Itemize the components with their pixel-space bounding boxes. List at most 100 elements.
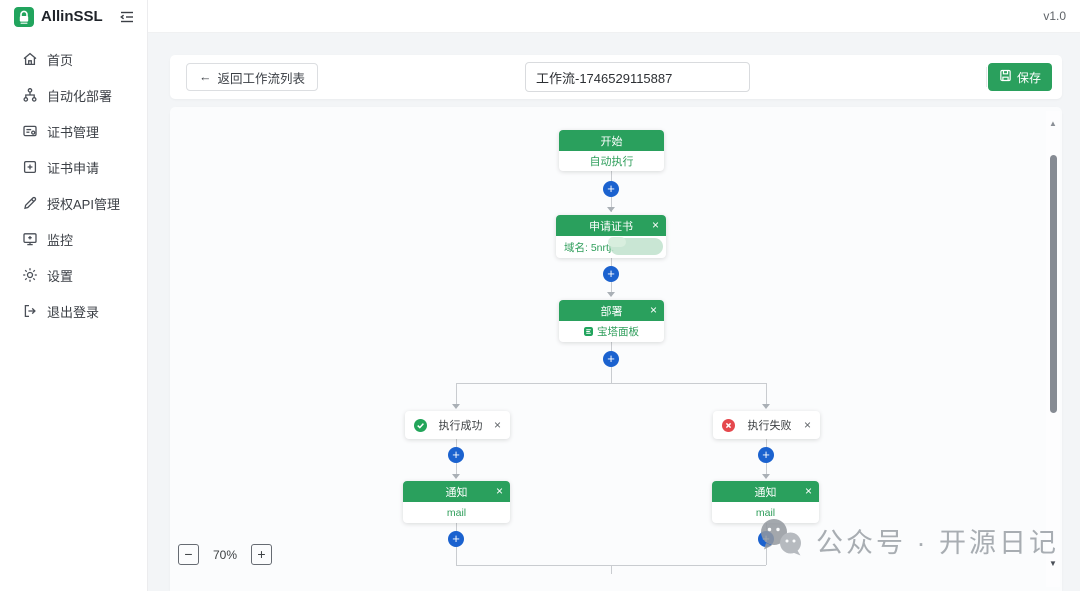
connector-line (456, 383, 457, 407)
workflow-toolbar: ← 返回工作流列表 保存 (170, 55, 1062, 99)
success-check-icon (414, 418, 427, 432)
sidebar-item-cert-apply[interactable]: 证书申请 (0, 149, 147, 185)
zoom-controls: − 70% + (178, 544, 272, 565)
plus-icon: + (257, 546, 266, 562)
sidebar-item-label: 授权API管理 (47, 196, 120, 212)
sidebar: AllinSSL 首页 自动化部署 证书管理 证书申请 (0, 0, 148, 591)
branch-node-success[interactable]: 执行成功 × (405, 411, 510, 439)
scroll-up-icon[interactable]: ▲ (1049, 119, 1057, 128)
watermark-text: 公众号 · 开源日记 (816, 528, 1059, 558)
close-icon[interactable]: × (804, 484, 812, 498)
node-title: 申请证书 (589, 220, 633, 233)
workflow-canvas[interactable]: + + + + + + + 开始 自动执行 申请证书 × 域名: 5nrtj. (170, 107, 1062, 591)
watermark: 公众号 · 开源日记 (758, 518, 1059, 563)
sidebar-item-label: 首页 (47, 52, 74, 68)
monitor-icon (22, 231, 38, 247)
save-icon (999, 69, 1012, 85)
node-header: 通知 × (712, 481, 819, 502)
sidebar-item-cert-manage[interactable]: 证书管理 (0, 113, 147, 149)
connector-arrow (452, 474, 460, 479)
connector-line (766, 383, 767, 407)
workflow-node-notify-success[interactable]: 通知 × mail (403, 481, 510, 523)
close-icon[interactable]: × (495, 484, 503, 498)
node-header: 通知 × (403, 481, 510, 502)
baota-panel-icon (584, 327, 593, 336)
add-node-button[interactable]: + (603, 351, 619, 367)
sidebar-menu: 首页 自动化部署 证书管理 证书申请 授权API管理 监控 (0, 41, 147, 329)
plus-icon: + (762, 531, 770, 546)
workflow-node-start[interactable]: 开始 自动执行 (559, 130, 664, 171)
node-header: 申请证书 × (556, 215, 666, 236)
brand-name: AllinSSL (41, 8, 103, 25)
sidebar-item-api-auth[interactable]: 授权API管理 (0, 185, 147, 221)
node-title: 通知 (754, 486, 777, 499)
minus-icon: − (184, 546, 193, 562)
back-arrow-icon: ← (199, 70, 212, 84)
connector-arrow (452, 404, 460, 409)
workflow-node-notify-fail[interactable]: 通知 × mail (712, 481, 819, 523)
zoom-in-button[interactable]: + (251, 544, 272, 565)
plus-icon: + (607, 351, 615, 366)
sidebar-item-logout[interactable]: 退出登录 (0, 293, 147, 329)
node-body: 宝塔面板 (559, 321, 664, 342)
close-icon[interactable]: × (651, 218, 659, 232)
branch-label: 执行失败 (747, 420, 792, 432)
back-to-workflow-list-button[interactable]: ← 返回工作流列表 (186, 63, 319, 91)
node-header: 开始 (559, 130, 664, 151)
close-icon[interactable]: × (803, 418, 811, 432)
plus-icon: + (452, 531, 460, 546)
sidebar-item-label: 自动化部署 (47, 88, 113, 104)
sidebar-item-label: 退出登录 (47, 304, 100, 320)
top-bar: v1.0 (148, 0, 1080, 33)
cert-apply-icon (22, 159, 38, 175)
toolbar-divider (986, 67, 987, 87)
sidebar-collapse-icon[interactable] (119, 9, 135, 25)
sidebar-item-label: 证书管理 (47, 124, 100, 140)
branch-node-fail[interactable]: 执行失败 × (713, 411, 820, 439)
add-node-button[interactable]: + (758, 447, 774, 463)
cert-manage-icon (22, 123, 38, 139)
workflow-node-deploy[interactable]: 部署 × 宝塔面板 (559, 300, 664, 342)
node-header: 部署 × (559, 300, 664, 321)
node-body: 自动执行 (559, 151, 664, 171)
scrollbar-thumb[interactable] (1050, 155, 1057, 413)
sidebar-item-label: 设置 (47, 268, 74, 284)
add-node-button[interactable]: + (603, 266, 619, 282)
start-mode-label: 自动执行 (589, 156, 634, 168)
connector-arrow (607, 292, 615, 297)
sidebar-item-monitor[interactable]: 监控 (0, 221, 147, 257)
scroll-down-icon[interactable]: ▼ (1049, 559, 1057, 568)
add-node-button[interactable]: + (603, 181, 619, 197)
automation-deploy-icon (22, 87, 38, 103)
add-node-button[interactable]: + (448, 531, 464, 547)
canvas-scrollbar[interactable]: ▲ ▼ (1046, 111, 1060, 587)
notify-channel-label: mail (755, 506, 776, 519)
add-node-button[interactable]: + (448, 447, 464, 463)
redacted-domain-blob (608, 237, 626, 247)
workflow-node-apply-cert[interactable]: 申请证书 × 域名: 5nrtj. (556, 215, 666, 258)
save-button[interactable]: 保存 (987, 63, 1052, 91)
settings-icon (22, 267, 38, 283)
logout-icon (22, 303, 38, 319)
add-node-button[interactable]: + (758, 531, 774, 547)
close-icon[interactable]: × (649, 303, 657, 317)
workflow-name-input[interactable] (525, 62, 750, 92)
close-icon[interactable]: × (493, 418, 501, 432)
sidebar-item-label: 监控 (47, 232, 74, 248)
zoom-out-button[interactable]: − (178, 544, 199, 565)
node-body: mail (712, 502, 819, 523)
sidebar-item-home[interactable]: 首页 (0, 41, 147, 77)
connector-line (611, 565, 612, 574)
connector-arrow (607, 207, 615, 212)
plus-icon: + (607, 181, 615, 196)
notify-channel-label: mail (446, 506, 467, 519)
connector-arrow (762, 404, 770, 409)
brand-logo-lock-icon (14, 6, 34, 27)
node-title: 开始 (600, 135, 623, 148)
zoom-level-label: 70% (212, 547, 238, 562)
sidebar-item-automation-deploy[interactable]: 自动化部署 (0, 77, 147, 113)
logo-row: AllinSSL (0, 0, 147, 33)
sidebar-item-settings[interactable]: 设置 (0, 257, 147, 293)
plus-icon: + (607, 266, 615, 281)
